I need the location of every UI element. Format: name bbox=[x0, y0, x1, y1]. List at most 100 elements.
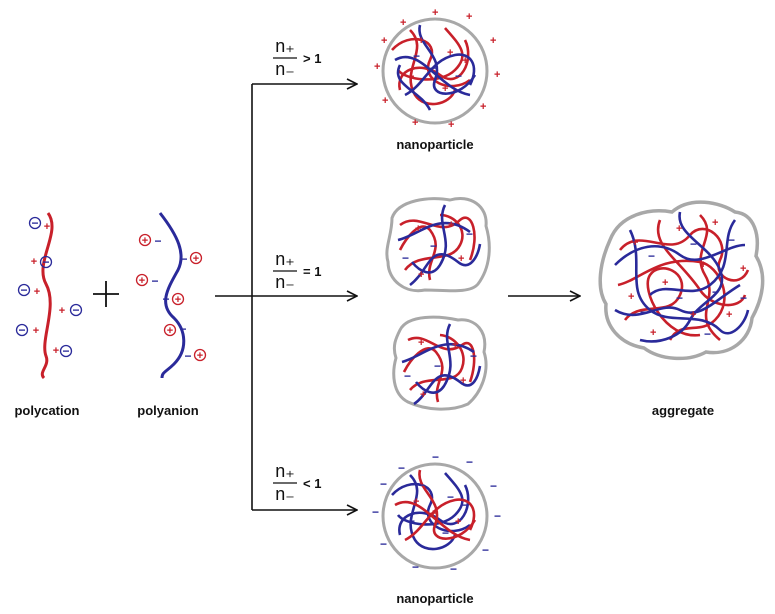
aggregate-label: aggregate bbox=[652, 403, 714, 418]
negative-charge-icon: − bbox=[412, 560, 419, 574]
positive-charge-icon: + bbox=[139, 275, 145, 287]
positive-charge-icon: + bbox=[374, 61, 380, 73]
negative-charge-icon: − bbox=[462, 498, 469, 512]
positive-charge-icon: + bbox=[412, 117, 418, 129]
ratio-text: n₋ bbox=[275, 484, 295, 504]
polycation-counterion-3: − + bbox=[17, 283, 40, 298]
positive-charge-icon: + bbox=[430, 508, 436, 520]
ratio-middle: n₊ n₋ = 1 bbox=[273, 249, 321, 292]
negative-charge-icon: − bbox=[740, 291, 747, 305]
negative-charge-icon: − bbox=[72, 303, 79, 317]
negative-charge-icon: − bbox=[180, 252, 187, 266]
positive-charge-icon: + bbox=[740, 263, 746, 275]
negative-charge-icon: − bbox=[447, 490, 454, 504]
negative-charge-icon: − bbox=[442, 526, 449, 540]
positive-charge-icon: + bbox=[59, 305, 65, 317]
positive-charge-icon: + bbox=[452, 339, 458, 351]
positive-charge-icon: + bbox=[400, 17, 406, 29]
nanoparticle-top-label: nanoparticle bbox=[396, 137, 473, 152]
negative-charge-icon: − bbox=[18, 323, 25, 337]
polycation-counterion-5: − + bbox=[15, 323, 39, 337]
positive-charge-icon: + bbox=[712, 217, 718, 229]
positive-charge-icon: + bbox=[33, 325, 39, 337]
positive-charge-icon: + bbox=[418, 35, 424, 47]
negative-charge-icon: − bbox=[648, 249, 655, 263]
positive-charge-icon: + bbox=[53, 345, 59, 357]
positive-charge-icon: + bbox=[676, 223, 682, 235]
ratio-text: n₋ bbox=[275, 272, 295, 292]
polycation-counterion-1: − + bbox=[28, 216, 50, 233]
polyanion-counterion-5: + − bbox=[163, 322, 187, 337]
positive-charge-icon: + bbox=[466, 11, 472, 23]
ratio-text: = 1 bbox=[303, 264, 321, 279]
negative-charge-icon: − bbox=[184, 349, 191, 363]
positive-charge-icon: + bbox=[494, 69, 500, 81]
negative-charge-icon: − bbox=[151, 274, 158, 288]
negative-charge-icon: − bbox=[20, 283, 27, 297]
positive-charge-icon: + bbox=[448, 219, 454, 231]
polyanion-counterion-6: − + bbox=[184, 348, 207, 363]
negative-charge-icon: − bbox=[470, 349, 477, 363]
negative-charge-icon: − bbox=[413, 49, 420, 63]
polyanion-chain: + − − + + − − + + − − + bbox=[135, 212, 207, 379]
positive-charge-icon: + bbox=[432, 7, 438, 19]
positive-charge-icon: + bbox=[462, 55, 468, 67]
positive-charge-icon: + bbox=[413, 496, 419, 508]
nanoparticle-positive: + + + + + − − − + + + + + + + + + + + bbox=[374, 7, 500, 131]
ratio-text: > 1 bbox=[303, 51, 321, 66]
negative-charge-icon: − bbox=[432, 450, 439, 464]
positive-charge-icon: + bbox=[458, 253, 464, 265]
negative-charge-icon: − bbox=[482, 543, 489, 557]
negative-charge-icon: − bbox=[704, 327, 711, 341]
plus-sign bbox=[93, 281, 119, 307]
negative-charge-icon: − bbox=[430, 61, 437, 75]
polyanion-counterion-2: − + bbox=[180, 251, 203, 266]
nanoparticle-bottom-label: nanoparticle bbox=[396, 591, 473, 606]
positive-charge-icon: + bbox=[408, 71, 414, 83]
negative-charge-icon: − bbox=[676, 291, 683, 305]
negative-charge-icon: − bbox=[690, 237, 697, 251]
positive-charge-icon: + bbox=[700, 259, 706, 271]
positive-charge-icon: + bbox=[382, 95, 388, 107]
polyanion-counterion-3: + − bbox=[135, 273, 159, 288]
positive-charge-icon: + bbox=[632, 237, 638, 249]
positive-charge-icon: + bbox=[381, 35, 387, 47]
negative-charge-icon: − bbox=[402, 251, 409, 265]
aggregate-cluster: + + + + + + + + + + − − − − − − − − bbox=[598, 200, 765, 361]
positive-charge-icon: + bbox=[726, 309, 732, 321]
positive-charge-icon: + bbox=[415, 223, 421, 235]
polycation-counterion-6: + − bbox=[53, 344, 73, 358]
positive-charge-icon: + bbox=[448, 119, 454, 131]
ratio-text: n₊ bbox=[275, 36, 295, 56]
negative-charge-icon: − bbox=[372, 505, 379, 519]
negative-charge-icon: − bbox=[640, 305, 647, 319]
polyanion-label: polyanion bbox=[137, 403, 198, 418]
positive-charge-icon: + bbox=[34, 286, 40, 298]
negative-charge-icon: − bbox=[179, 322, 186, 336]
polycation-counterion-2: + − bbox=[31, 255, 53, 269]
polycation-chain: − + + − − + + − − + + − bbox=[15, 212, 83, 380]
positive-charge-icon: + bbox=[447, 47, 453, 59]
negative-charge-icon: − bbox=[398, 461, 405, 475]
negative-charge-icon: − bbox=[430, 239, 437, 253]
positive-charge-icon: + bbox=[460, 375, 466, 387]
negative-charge-icon: − bbox=[490, 479, 497, 493]
positive-charge-icon: + bbox=[175, 294, 181, 306]
neutral-particle-upper: + + + + − − − bbox=[385, 197, 491, 293]
positive-charge-icon: + bbox=[197, 350, 203, 362]
negative-charge-icon: − bbox=[31, 216, 38, 230]
positive-charge-icon: + bbox=[418, 269, 424, 281]
ratio-text: < 1 bbox=[303, 476, 321, 491]
positive-charge-icon: + bbox=[650, 327, 656, 339]
negative-charge-icon: − bbox=[380, 537, 387, 551]
positive-charge-icon: + bbox=[480, 101, 486, 113]
polycation-label: polycation bbox=[14, 403, 79, 418]
negative-charge-icon: − bbox=[450, 562, 457, 576]
negative-charge-icon: − bbox=[380, 477, 387, 491]
positive-charge-icon: + bbox=[420, 389, 426, 401]
nanoparticle-negative: − − − − − + + + − − − − − − − − − − − bbox=[372, 450, 501, 576]
negative-charge-icon: − bbox=[712, 285, 719, 299]
ratio-text: n₋ bbox=[275, 59, 295, 79]
positive-charge-icon: + bbox=[44, 221, 50, 233]
negative-charge-icon: − bbox=[728, 233, 735, 247]
